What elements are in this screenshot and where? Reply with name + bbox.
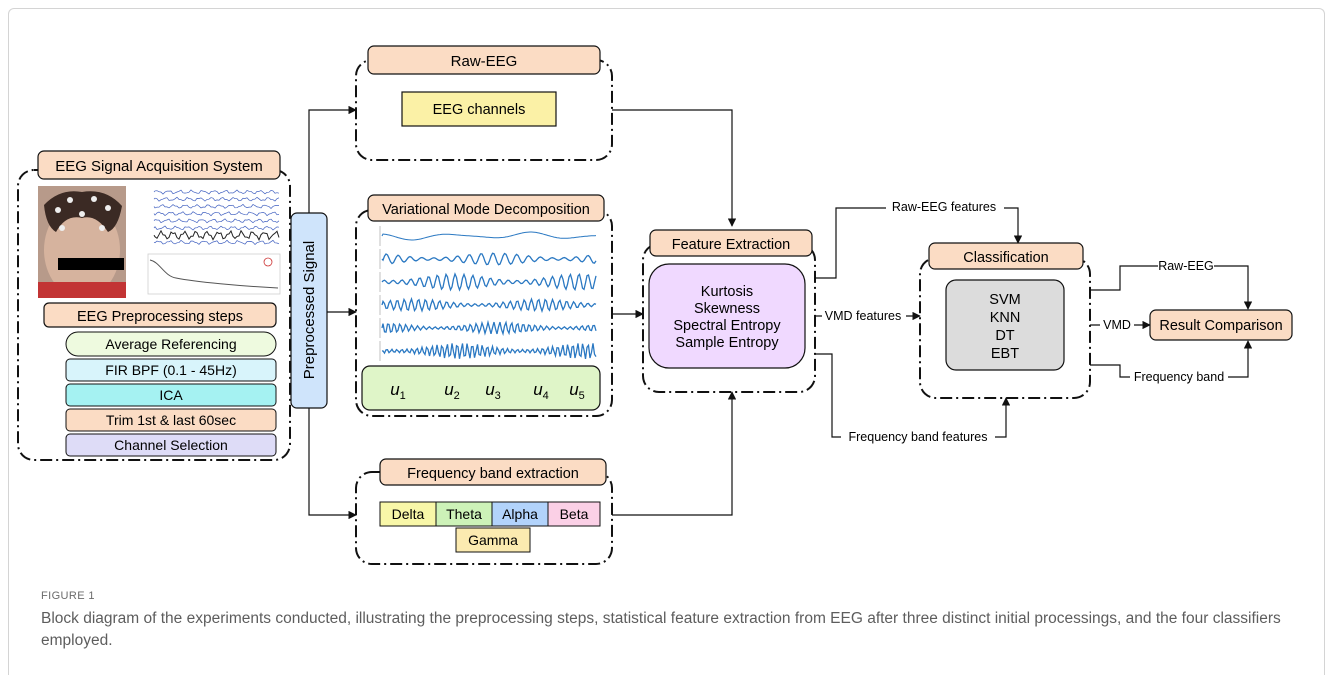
figure-frame: [8, 8, 1325, 675]
band-beta-box: [547, 501, 601, 527]
figure-label: FIGURE 1: [41, 590, 95, 602]
step-trim: Trim 1st & last 60sec: [106, 412, 236, 428]
preprocessing-title: EEG Preprocessing steps: [77, 309, 243, 325]
step-ica: ICA: [159, 387, 183, 403]
acquisition-title-box: [37, 150, 281, 180]
frequency-title-box: [379, 458, 607, 486]
step-ica-box: [65, 383, 277, 407]
classifier-item: DT: [995, 328, 1014, 344]
classifier-item: SVM: [989, 292, 1020, 308]
classification-title: Classification: [963, 250, 1048, 266]
feature-item: Skewness: [694, 301, 760, 317]
eeg-trace-panel: [140, 186, 282, 295]
feature-item: Spectral Entropy: [673, 318, 781, 334]
band-delta-label: Delta: [392, 506, 425, 522]
preprocessed-signal-label: Preprocessed Signal: [301, 241, 318, 379]
feature-title-box: [649, 229, 813, 257]
classifier-item: EBT: [991, 346, 1019, 362]
feature-title: Feature Extraction: [672, 237, 790, 253]
feature-item: Kurtosis: [701, 284, 753, 300]
band-beta-label: Beta: [560, 506, 589, 522]
classification-title-box: [928, 242, 1084, 270]
classifiers-box: [945, 279, 1065, 371]
step-channel-box: [65, 433, 277, 457]
vmd-plot: [366, 224, 602, 364]
patient-photo: [38, 186, 126, 298]
edge-freq-label: Frequency band: [1134, 370, 1224, 384]
raw-eeg-title-box: [367, 45, 601, 75]
vmd-title: Variational Mode Decomposition: [382, 202, 590, 218]
band-theta-box: [435, 501, 493, 527]
block-diagram: EEG Signal Acquisition System EEG Prepro…: [17, 45, 1293, 565]
vmd-modes-box: [361, 365, 601, 411]
features-box: [648, 263, 806, 369]
eeg-channels-label: EEG channels: [433, 102, 526, 118]
figure-caption: Block diagram of the experiments conduct…: [41, 610, 1281, 649]
step-fir-box: [65, 358, 277, 382]
step-average-referencing-box: [65, 331, 277, 357]
edge-vmd-label: VMD: [1103, 318, 1131, 332]
raw-eeg-title: Raw-EEG: [451, 53, 518, 70]
edge-freq-features-label: Frequency band features: [849, 430, 988, 444]
step-trim-box: [65, 408, 277, 432]
classifier-item: KNN: [990, 310, 1021, 326]
feature-item: Sample Entropy: [675, 335, 779, 351]
step-fir: FIR BPF (0.1 - 45Hz): [105, 362, 236, 378]
band-gamma-box: [455, 527, 531, 553]
band-gamma-label: Gamma: [468, 532, 518, 548]
band-alpha-box: [491, 501, 549, 527]
edge-raw-features-label: Raw-EEG features: [892, 200, 996, 214]
eeg-channels-box: [401, 91, 557, 127]
acquisition-title: EEG Signal Acquisition System: [55, 158, 263, 175]
result-label: Result Comparison: [1159, 318, 1282, 334]
step-channel: Channel Selection: [114, 437, 228, 453]
band-alpha-label: Alpha: [502, 506, 538, 522]
step-average-referencing: Average Referencing: [105, 336, 236, 352]
vmd-title-box: [367, 194, 605, 222]
edge-vmd-features-label: VMD features: [825, 309, 901, 323]
edge-raw-label: Raw-EEG: [1158, 259, 1214, 273]
result-box: [1149, 309, 1293, 341]
band-theta-label: Theta: [446, 506, 482, 522]
preprocessing-title-box: [43, 302, 277, 328]
frequency-title: Frequency band extraction: [407, 466, 579, 482]
